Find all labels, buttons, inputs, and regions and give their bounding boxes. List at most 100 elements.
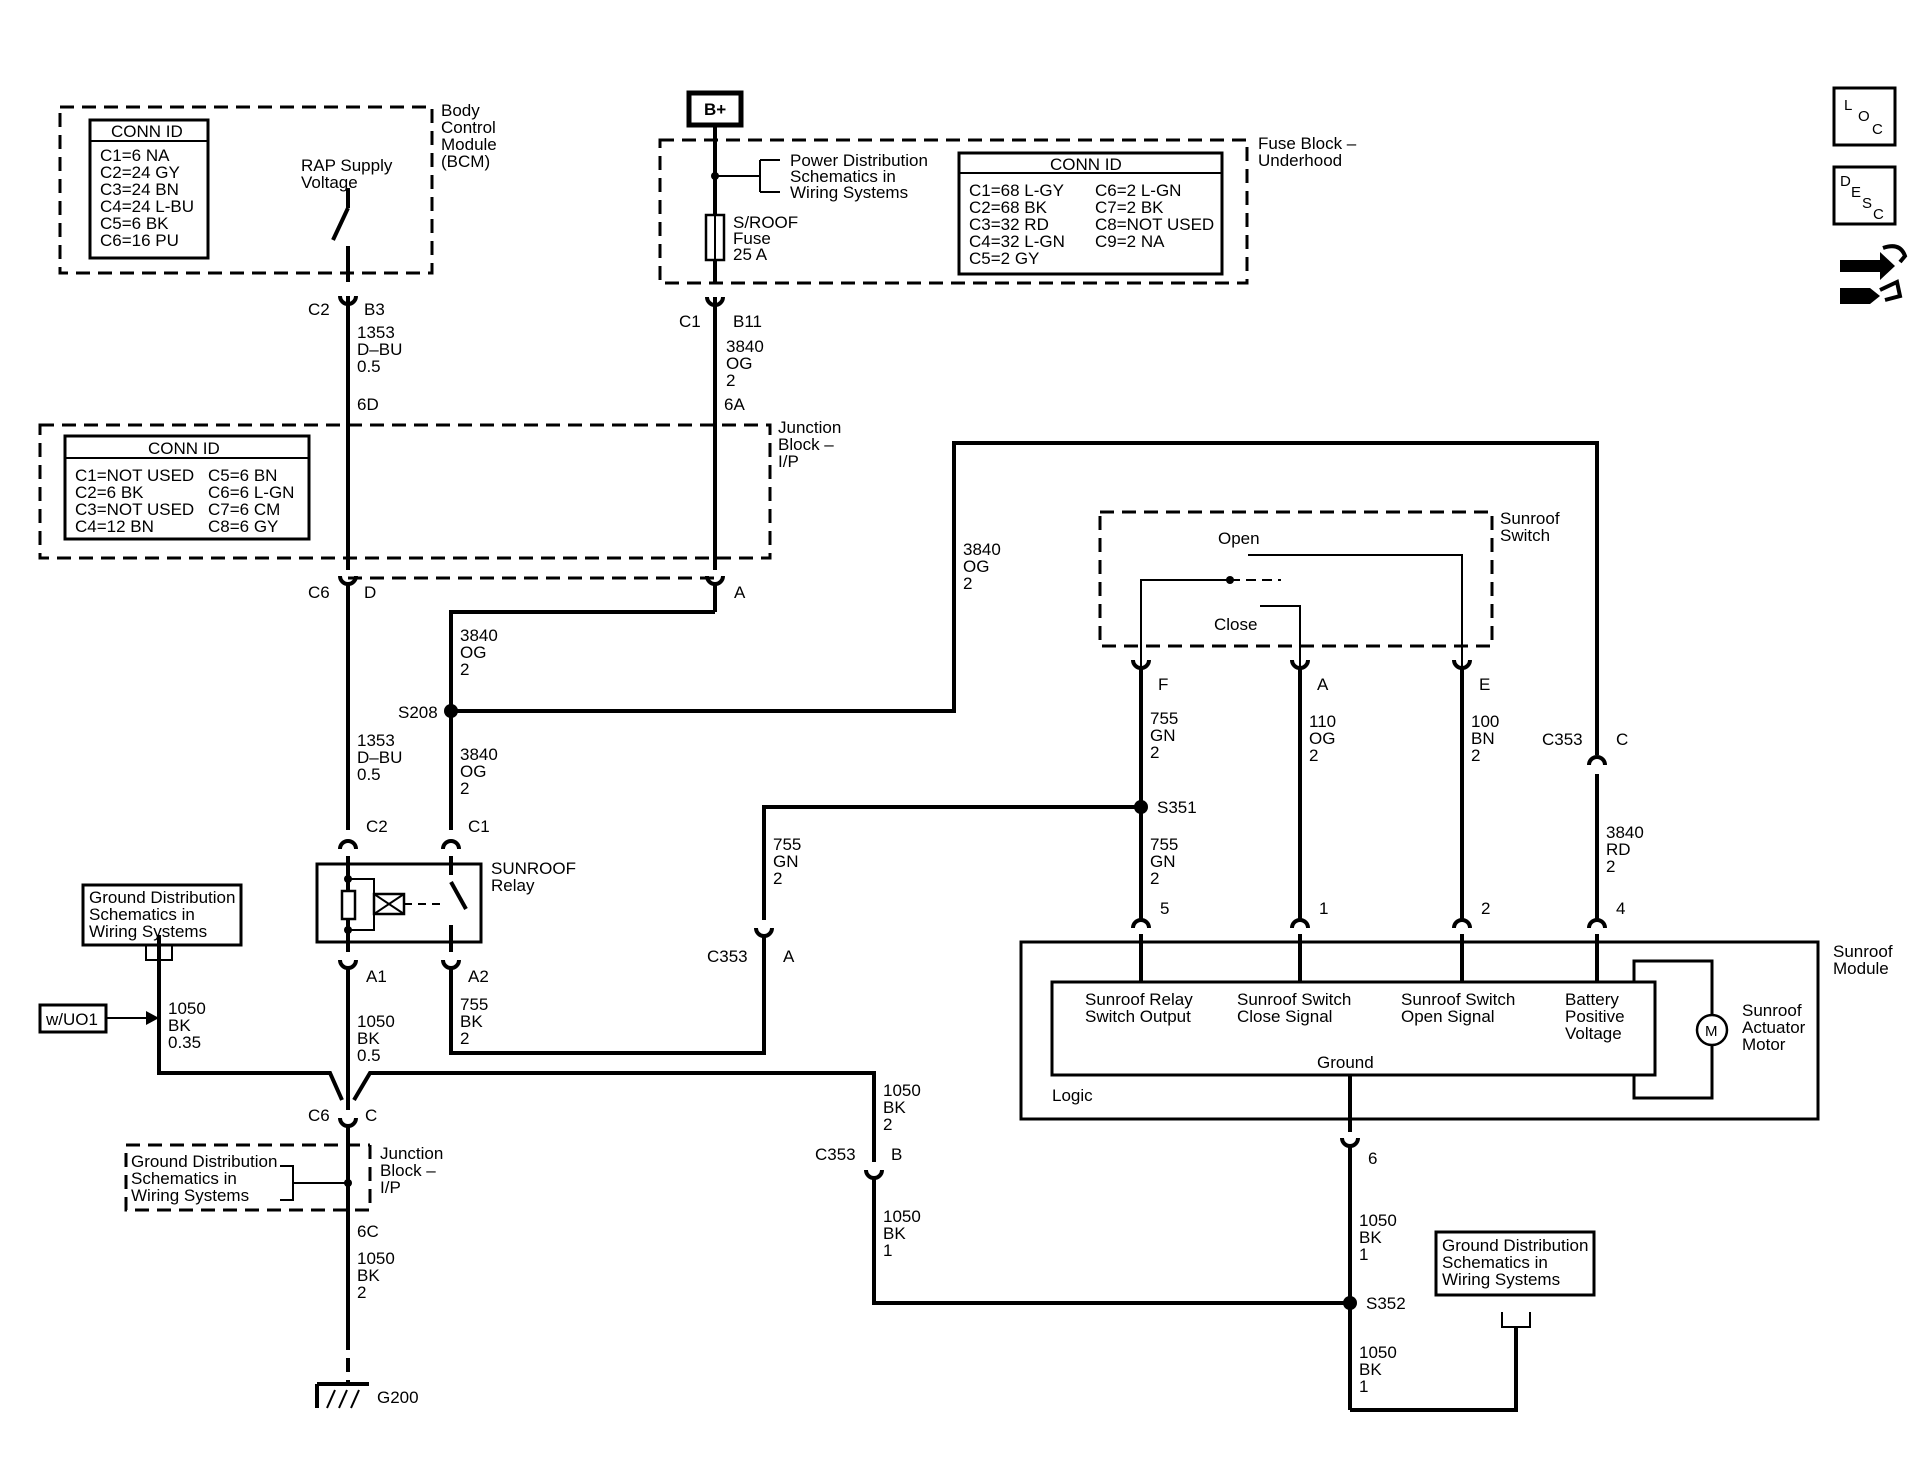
module-pin-label: Close Signal bbox=[1237, 1007, 1332, 1026]
connector-label: C2 bbox=[366, 817, 388, 836]
svg-text:1050: 1050 bbox=[883, 1081, 921, 1100]
svg-text:D: D bbox=[1840, 173, 1851, 190]
rap-supply-label: RAP Supply bbox=[301, 156, 393, 175]
pin-label: 6A bbox=[724, 395, 745, 414]
svg-text:GN: GN bbox=[1150, 852, 1176, 871]
connector-label: C353 bbox=[707, 947, 748, 966]
pin-label: 1 bbox=[1319, 899, 1328, 918]
connector-icon bbox=[441, 839, 461, 850]
wire-label-1050-right: 1050 BK 2 bbox=[883, 1081, 921, 1134]
svg-text:1050: 1050 bbox=[357, 1012, 395, 1031]
junction-block-ip: CONN ID C1=NOT USED C2=6 BK C3=NOT USED … bbox=[38, 418, 841, 580]
connector-symbols bbox=[338, 295, 1607, 1180]
conn-row: C6=6 L-GN bbox=[208, 483, 294, 502]
svg-text:D–BU: D–BU bbox=[357, 748, 402, 767]
wire-label-755-5: 755 GN 2 bbox=[1150, 835, 1178, 888]
conn-row: C1=68 L-GY bbox=[969, 181, 1064, 200]
fuse-label: S/ROOF bbox=[733, 213, 798, 232]
connector-label: A2 bbox=[468, 967, 489, 986]
relay-name: SUNROOF bbox=[491, 859, 576, 878]
relay-box bbox=[315, 862, 483, 944]
conn-row: C7=2 BK bbox=[1095, 198, 1164, 217]
bcm-conn-title: CONN ID bbox=[111, 122, 183, 141]
svg-text:1050: 1050 bbox=[357, 1249, 395, 1268]
connector-icon bbox=[338, 839, 358, 850]
svg-text:1050: 1050 bbox=[168, 999, 206, 1018]
bcm-conn-row: C1=6 NA bbox=[100, 146, 170, 165]
svg-text:755: 755 bbox=[1150, 835, 1178, 854]
connector-icon bbox=[864, 1169, 884, 1180]
ground-ref-text: Schematics in bbox=[1442, 1253, 1548, 1272]
module-logic-box bbox=[1050, 980, 1657, 1077]
svg-text:0.35: 0.35 bbox=[168, 1033, 201, 1052]
connector-label: C bbox=[365, 1106, 377, 1125]
splice-label: S208 bbox=[398, 703, 438, 722]
connector-icon bbox=[1452, 659, 1472, 670]
desc-icon[interactable]: D E S C bbox=[1832, 165, 1897, 226]
svg-text:2: 2 bbox=[460, 779, 469, 798]
svg-text:2: 2 bbox=[357, 1283, 366, 1302]
fuse-block-underhood: B+ Power Distribution Schematics in Wiri… bbox=[658, 90, 1357, 285]
module-pin-label: Sunroof Switch bbox=[1401, 990, 1515, 1009]
connector-label: D bbox=[364, 583, 376, 602]
loc-icon[interactable]: L O C bbox=[1832, 86, 1897, 147]
pin-label: 2 bbox=[1481, 899, 1490, 918]
pin-label: 5 bbox=[1160, 899, 1169, 918]
svg-text:0.5: 0.5 bbox=[357, 1046, 381, 1065]
svg-text:BK: BK bbox=[883, 1224, 906, 1243]
ground-ref-text: Ground Distribution bbox=[1442, 1236, 1588, 1255]
svg-text:BK: BK bbox=[168, 1016, 191, 1035]
svg-text:2: 2 bbox=[460, 1029, 469, 1048]
connector-icon bbox=[1290, 659, 1310, 670]
svg-text:2: 2 bbox=[1150, 743, 1159, 762]
pin-label: 6D bbox=[357, 395, 379, 414]
bcm-dashed-border bbox=[58, 105, 434, 275]
svg-text:2: 2 bbox=[1606, 857, 1615, 876]
svg-text:L: L bbox=[1844, 97, 1852, 114]
connector-label: A bbox=[783, 947, 795, 966]
wire-label-3840-mid: 3840 OG 2 bbox=[460, 626, 498, 679]
relay-resistor-icon bbox=[340, 889, 357, 921]
sunroof-module: Sunroof Relay Switch Output Sunroof Swit… bbox=[1019, 934, 1893, 1125]
bcm-conn-row: C5=6 BK bbox=[100, 214, 169, 233]
bcm-conn-row: C6=16 PU bbox=[100, 231, 179, 250]
sunroof-switch: Sunroof Switch Open Close bbox=[1098, 509, 1560, 666]
svg-text:BK: BK bbox=[460, 1012, 483, 1031]
svg-text:755: 755 bbox=[773, 835, 801, 854]
connector-icon bbox=[1290, 918, 1310, 929]
svg-text:C: C bbox=[1872, 121, 1883, 138]
svg-text:755: 755 bbox=[460, 995, 488, 1014]
switch-name: Switch bbox=[1500, 526, 1550, 545]
connector-icon bbox=[338, 959, 358, 970]
conn-row: C8=6 GY bbox=[208, 517, 278, 536]
bcm-name: Module bbox=[441, 135, 497, 154]
connector-label: E bbox=[1479, 675, 1490, 694]
svg-text:S: S bbox=[1862, 195, 1872, 212]
jb-bottom-name: Junction bbox=[380, 1144, 443, 1163]
wire-label-1050-6: 1050 BK 1 bbox=[1359, 1211, 1397, 1264]
wire-label-3840-rd: 3840 RD 2 bbox=[1606, 823, 1644, 876]
svg-text:2: 2 bbox=[1471, 746, 1480, 765]
ground-ref-box bbox=[81, 883, 243, 947]
module-name: Module bbox=[1833, 959, 1889, 978]
jb-bottom-name: I/P bbox=[380, 1178, 401, 1197]
jb-name: I/P bbox=[778, 452, 799, 471]
conn-row: C4=12 BN bbox=[75, 517, 154, 536]
bcm-block: CONN ID C1=6 NA C2=24 GY C3=24 BN C4=24 … bbox=[58, 101, 497, 282]
conn-row: C7=6 CM bbox=[208, 500, 280, 519]
wire-label-1050-uo1: 1050 BK 0.35 bbox=[168, 999, 206, 1052]
connector-tool-icon[interactable] bbox=[1840, 244, 1908, 304]
wire-label-3840-top: 3840 OG 2 bbox=[726, 337, 764, 390]
conn-row: C6=2 L-GN bbox=[1095, 181, 1181, 200]
ground-distribution-ref-left: Ground Distribution Schematics in Wiring… bbox=[81, 883, 243, 995]
conn-row: C4=32 L-GN bbox=[969, 232, 1065, 251]
connector-label: C1 bbox=[679, 312, 701, 331]
motor-icon bbox=[1695, 1013, 1729, 1047]
splice-label: S351 bbox=[1157, 798, 1197, 817]
connector-label: C6 bbox=[308, 1106, 330, 1125]
wire-label-3840-c1: 3840 OG 2 bbox=[460, 745, 498, 798]
jb-bottom-border bbox=[124, 1143, 372, 1212]
wire-label-1050-c353: 1050 BK 1 bbox=[883, 1207, 921, 1260]
wire-label-755-c353: 755 GN 2 bbox=[773, 835, 801, 888]
conn-row: C2=6 BK bbox=[75, 483, 144, 502]
